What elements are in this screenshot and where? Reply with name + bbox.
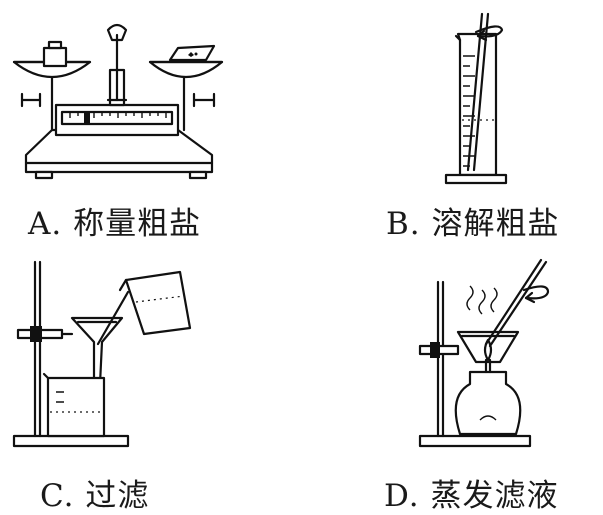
evaporation-illustration	[418, 258, 550, 448]
balance-illustration	[12, 23, 224, 180]
caption-d: D. 蒸发滤液	[384, 478, 559, 514]
graduated-cylinder-illustration	[444, 12, 508, 185]
filtration-illustration	[12, 260, 192, 448]
caption-b: B. 溶解粗盐	[386, 206, 560, 242]
caption-c: C. 过滤	[40, 478, 150, 514]
caption-a: A. 称量粗盐	[28, 206, 202, 242]
